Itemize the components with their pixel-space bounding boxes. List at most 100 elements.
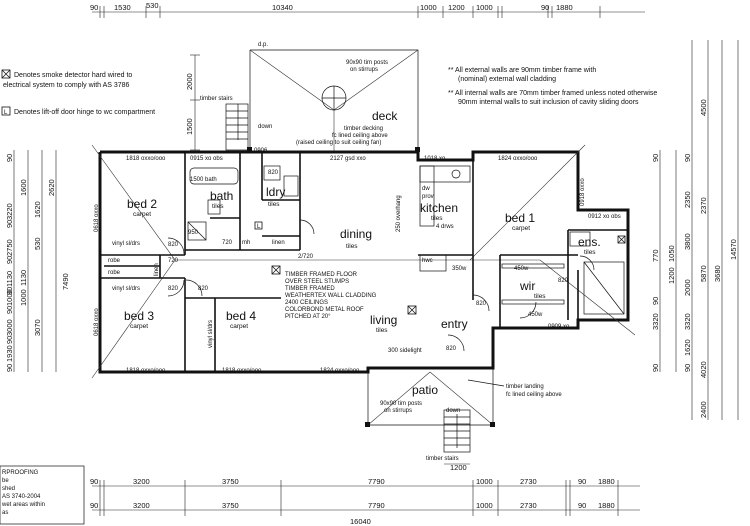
dim-left-4: 2750 [5,239,14,256]
deck-posts-line2: on stirrups [350,67,378,73]
dim-bot2-5: 1000 [476,501,493,510]
hwc-350: 350w [452,266,467,272]
construction-note-2: OVER STEEL STUMPS [285,279,349,285]
bed4-floor: carpet [230,323,248,330]
dim-top-6: 1200 [448,3,465,12]
bath-size: 1500 bath [190,177,217,183]
note-1-line2: (nominal) external wall cladding [458,76,556,83]
dim-bot2-2: 3200 [133,501,150,510]
dim-bot2-8: 1880 [598,501,615,510]
room-labels: bed 2 carpet bath tiles ldry tiles dinin… [124,185,601,334]
dim-right-a-4: 2000 [683,279,692,296]
bed3-floor: carpet [130,323,148,330]
dim-bot2-4: 7790 [368,501,385,510]
toilet-icon [263,165,281,181]
dining-name: dining [340,227,372,241]
entry-name: entry [441,317,468,331]
bed2-floor: carpet [133,211,151,218]
dim-top-4: 10340 [272,3,293,12]
dim-right-c-7: 90 [651,364,660,372]
lift-off-hinge-icon [1,106,11,116]
dim-right-b-4: 3680 [713,265,722,282]
dim-bot1-1: 90 [90,477,98,486]
title-block-line6: as [2,510,8,516]
dim-left-mid-1: 1600 [19,179,28,196]
patio: patio 90x90 tim posts on stirrups timber… [365,368,562,427]
dim-bot2-6: 2730 [520,501,537,510]
down-label-top: down [258,124,272,130]
bed3-name: bed 3 [124,309,154,323]
bed1-floor: carpet [512,225,530,232]
door-820-bed2: 820 [168,242,179,248]
dim-left-total-1: 2620 [47,179,56,196]
sidelight-label: 300 sidelight [388,348,422,354]
wir-450: 450w [514,266,529,272]
deck: d.p. 90x90 tim posts on stirrups deck ti… [247,42,420,152]
dim-left-mid-5: 1000 [19,289,28,306]
deck-raised: (raised ceiling to suit ceiling fan) [296,140,381,146]
wir-shelf-icon [501,299,565,305]
post-icon [365,422,370,427]
title-block-line3: shed [2,486,15,492]
dimension-string-left: 2000 1500 90 3220 90 2750 90 1130 90 100… [5,54,200,372]
external-walls [98,150,630,374]
legend-smoke-line1: Denotes smoke detector hard wired to [14,72,132,79]
dimension-string-bottom: 90 3200 3750 7790 1000 2730 90 1880 90 3… [90,477,640,526]
living-floor: tiles [376,327,388,334]
dim-right-a-6: 1620 [683,339,692,356]
title-block-line5: wet areas within [1,502,45,508]
door-820-ldry: 820 [268,170,279,176]
hot-water-cylinder-icon [419,254,447,272]
bed4-name: bed 4 [226,309,256,323]
linen-label-1: linen [272,240,285,246]
deck-name: deck [372,109,398,123]
lift-off-hinge-symbol: L [4,110,8,116]
legend-liftoff: Denotes lift-off door hinge to wc compar… [14,109,155,116]
dim-right-b-2: 2370 [699,197,708,214]
fixtures [187,165,625,315]
dim-left-mid-2: 1620 [33,201,42,218]
dim-left-1: 90 [5,154,14,162]
bath-name: bath [210,189,233,203]
kitchen-floor: tiles [431,215,443,222]
lift-off-hinge-symbol: L [257,224,261,230]
drawers-label: 4 drws [436,224,454,230]
dim-top-5: 1000 [420,3,437,12]
laundry-tub-icon [283,175,299,197]
dim-left-9: 90 [5,306,14,314]
sliding-door-gsd: 2127 gsd xxo [330,156,366,162]
deck-posts-line1: 90x90 tim posts [346,60,388,66]
dim-bot1-3: 3750 [222,477,239,486]
vanity-icon [207,199,221,215]
construction-note-6: COLORBOND METAL ROOF [285,307,364,313]
dim-left-mid-3: 530 [33,237,42,250]
overhang-label: 250 overhang [396,195,402,232]
post-icon [415,147,420,152]
door-720-bath: 720 [222,240,233,246]
window-bottom-2: 1818 oxxo/ooo [222,368,262,374]
dim-bottom-total: 16040 [350,517,371,526]
window-side-2: 0618 oxxo [94,308,100,336]
living-name: living [370,313,397,327]
dimension-string-right: 90 770 1050 1200 90 3320 90 90 2350 3800… [651,40,739,420]
dim-left-6: 1130 [5,271,14,287]
window-bottom-3: 1824 oxxo/ooo [320,368,360,374]
door-820-entry: 820 [476,301,487,307]
ldry-name: ldry [266,185,285,199]
window-top-2: 0915 xo obs [190,156,223,162]
dim-right-c-1: 90 [651,154,660,162]
dim-right-c-5: 90 [651,297,660,305]
title-block-line4: AS 3740-2004 [2,494,41,500]
legend-smoke-line2: electrical system to comply with AS 3786 [3,82,130,89]
wir-floor: tiles [534,293,546,300]
dimension-string-top: 90 1530 530 10340 1000 1200 1000 90 1880 [90,1,645,18]
dim-left-mid-4: 1130 [19,270,28,286]
timber-stairs-label-bottom: timber stairs [426,456,459,462]
wir-450b: 450w [528,312,543,318]
sink-icon [451,169,461,179]
dim-top-3: 530 [146,1,159,10]
title-block: RPROOFING be shed AS 3740-2004 wet areas… [0,465,85,525]
dishwasher-label: dw [422,186,430,192]
patio-posts-line2: on stirrups [384,408,412,414]
dim-left-3: 90 [5,220,14,228]
